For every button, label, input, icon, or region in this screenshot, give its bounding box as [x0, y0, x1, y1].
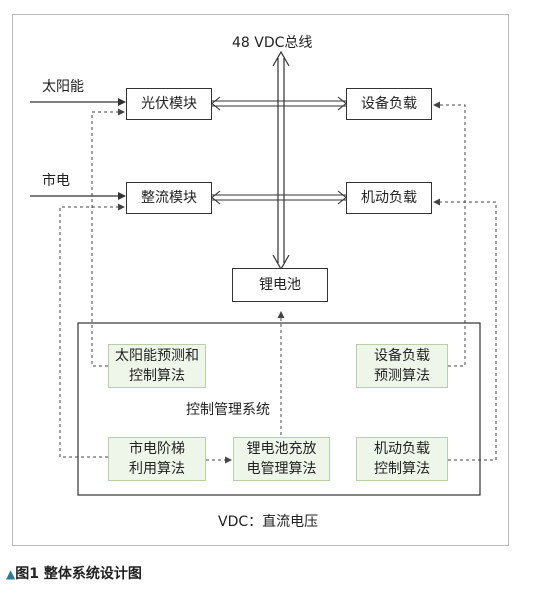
bus-label: 48 VDC总线 [232, 35, 313, 51]
solar-control-link [91, 108, 125, 367]
grid-input-label: 市电 [42, 173, 70, 189]
caption-text: 图1 整体系统设计图 [15, 566, 142, 582]
grid-tiered-algorithm: 市电阶梯 利用算法 [108, 437, 206, 481]
motor-control-link [433, 198, 497, 461]
load-forecast-link [433, 101, 466, 367]
pv-bus-connector [211, 96, 347, 111]
rectifier-module: 整流模块 [126, 182, 212, 214]
grid-control-link [59, 203, 125, 458]
load-forecast-algorithm: 设备负载 预测算法 [356, 344, 448, 388]
battery-module: 锂电池 [232, 268, 328, 302]
solar-input-label: 太阳能 [42, 79, 84, 95]
figure-frame [12, 14, 509, 546]
caption-marker: ▲ [6, 567, 16, 581]
solar-forecast-algorithm: 太阳能预测和 控制算法 [108, 344, 206, 388]
control-system-label: 控制管理系统 [186, 402, 270, 418]
equipment-load-module: 设备负载 [346, 88, 432, 120]
motor-control-algorithm: 机动负载 控制算法 [356, 437, 448, 481]
figure-caption: ▲图1 整体系统设计图 [6, 565, 142, 583]
motor-load-module: 机动负载 [346, 182, 432, 214]
vdc-note: VDC：直流电压 [218, 514, 319, 530]
pv-module: 光伏模块 [126, 88, 212, 120]
bus-line [272, 50, 290, 271]
rectifier-bus-connector [211, 190, 347, 205]
control-system-frame [77, 322, 481, 496]
battery-mgmt-algorithm: 锂电池充放 电管理算法 [233, 437, 330, 481]
